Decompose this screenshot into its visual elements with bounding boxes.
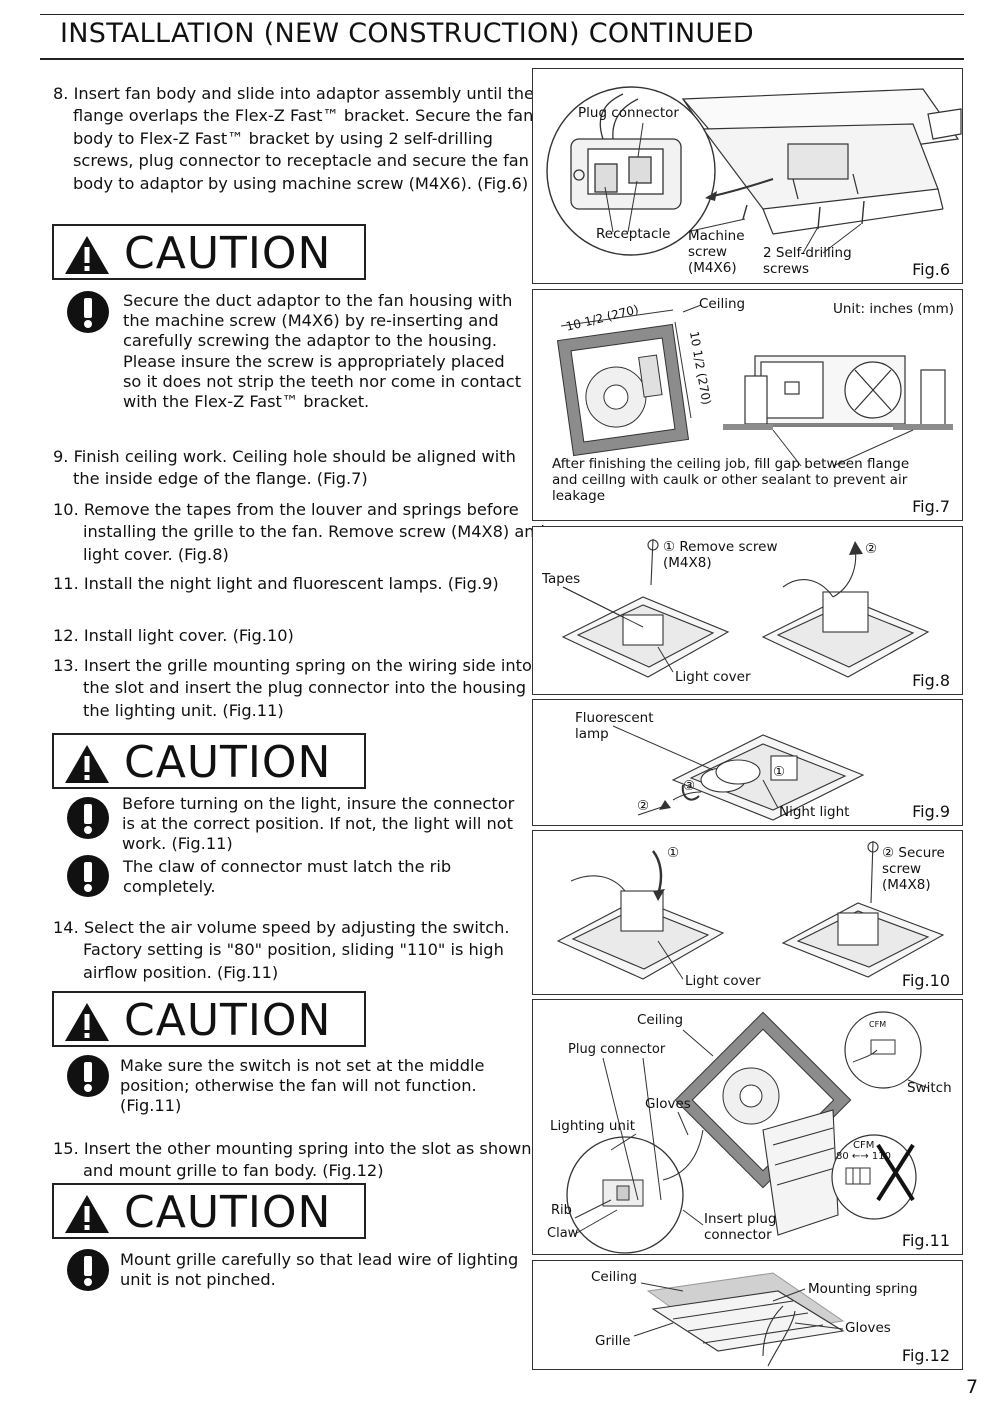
step-8-text: 8. Insert fan body and slide into adapto… — [53, 84, 534, 193]
fig6-machine-screw-label: Machine screw (M4X6) — [688, 228, 745, 276]
fig8-caption: Fig.8 — [912, 671, 950, 690]
fig9-illustration — [612, 725, 865, 821]
fig10-caption: Fig.10 — [901, 971, 950, 990]
step-10: 10. Remove the tapes from the louver and… — [53, 499, 553, 566]
mandatory-action-icon — [67, 291, 109, 333]
caution-banner-4: CAUTION — [52, 1183, 366, 1239]
fig11-switch-label: Switch — [907, 1080, 952, 1096]
fig7-illustration — [556, 304, 953, 467]
fig11-ceiling-label: Ceiling — [637, 1012, 684, 1028]
fig9-caption: Fig.9 — [912, 802, 950, 821]
caution-word: CAUTION — [124, 737, 332, 788]
fig6-plug-connector-label: Plug connector — [578, 105, 679, 121]
figure-11: Ceiling Plug connector Gloves Lighting u… — [532, 999, 963, 1255]
fig8-illustration — [561, 538, 930, 678]
fig11-cfm-label: CFM — [853, 1140, 875, 1151]
warning-triangle-icon — [65, 1195, 109, 1233]
fig11-caption: Fig.11 — [901, 1231, 950, 1250]
header-bottom-rule — [40, 58, 964, 60]
figure-8: ① Remove screw (M4X8) ② Tapes Light cove… — [532, 526, 963, 695]
figure-6: Plug connector Receptacle Machine screw … — [532, 68, 963, 284]
fig8-tapes-label: Tapes — [542, 571, 581, 587]
fig6-illustration — [546, 86, 962, 256]
figure-12: Ceiling Mounting spring Gloves Grille Fi… — [532, 1260, 963, 1370]
fig10-illustration — [556, 840, 945, 980]
step-11-text: 11. Install the night light and fluoresc… — [53, 574, 499, 593]
fig7-note: After finishing the ceiling job, fill ga… — [552, 456, 910, 504]
step-12: 12. Install light cover. (Fig.10) — [53, 625, 553, 647]
figure-7: 10 1/2 (270) 10 1/2 (270) Ceiling Unit: … — [532, 289, 963, 521]
fig11-cfm-small-label: CFM — [869, 1020, 887, 1029]
fig8-light-cover-label: Light cover — [675, 669, 751, 685]
page-number: 7 — [966, 1376, 979, 1398]
caution-1-text: Secure the duct adaptor to the fan housi… — [123, 291, 522, 412]
caution-word: CAUTION — [124, 995, 332, 1046]
mandatory-action-icon — [67, 855, 109, 897]
mandatory-action-icon — [67, 1055, 109, 1097]
step-10-text: 10. Remove the tapes from the louver and… — [53, 500, 545, 564]
caution-2a-text: Before turning on the light, insure the … — [122, 794, 515, 854]
caution-4-text: Mount grille carefully so that lead wire… — [120, 1250, 519, 1290]
step-9-text: 9. Finish ceiling work. Ceiling hole sho… — [53, 447, 516, 489]
fig7-ceiling-label: Ceiling — [699, 296, 746, 312]
fig6-caption: Fig.6 — [912, 260, 950, 279]
fig11-insert-label: Insert plug connector — [704, 1211, 777, 1243]
step-14-text: 14. Select the air volume speed by adjus… — [53, 918, 510, 982]
step-12-text: 12. Install light cover. (Fig.10) — [53, 626, 294, 645]
header-top-rule — [40, 14, 964, 15]
step-9: 9. Finish ceiling work. Ceiling hole sho… — [53, 446, 543, 491]
fig11-illustration — [566, 1011, 929, 1254]
fig11-plug-connector-label: Plug connector — [568, 1042, 666, 1057]
fig10-secure-screw-label: ② Secure screw (M4X8) — [882, 845, 945, 893]
page-title: INSTALLATION (NEW CONSTRUCTION) CONTINUE… — [60, 18, 754, 49]
step-15: 15. Insert the other mounting spring int… — [53, 1138, 543, 1183]
fig8-remove-screw-label: ① Remove screw (M4X8) — [663, 539, 778, 571]
fig11-cfm-range-label: 80 ←→ 110 — [836, 1151, 891, 1162]
figure-9: Fluorescent lamp Night light ① ② ③ Fig.9 — [532, 699, 963, 826]
fig7-unit-label: Unit: inches (mm) — [833, 301, 955, 317]
fig12-gloves-label: Gloves — [845, 1320, 891, 1336]
warning-triangle-icon — [65, 745, 109, 783]
caution-word: CAUTION — [124, 228, 332, 279]
warning-triangle-icon — [65, 1003, 109, 1041]
step-8: 8. Insert fan body and slide into adapto… — [53, 83, 543, 195]
caution-3-text: Make sure the switch is not set at the m… — [120, 1056, 485, 1116]
caution-banner-3: CAUTION — [52, 991, 366, 1047]
fig11-claw-label: Claw — [547, 1226, 579, 1241]
step-11: 11. Install the night light and fluoresc… — [53, 573, 553, 595]
step-14: 14. Select the air volume speed by adjus… — [53, 917, 558, 984]
fig12-caption: Fig.12 — [901, 1346, 950, 1365]
mandatory-action-icon — [67, 1249, 109, 1291]
caution-banner-1: CAUTION — [52, 224, 366, 280]
fig12-mounting-spring-label: Mounting spring — [808, 1281, 918, 1297]
fig9-step3-label: ③ — [683, 778, 696, 794]
step-15-text: 15. Insert the other mounting spring int… — [53, 1139, 532, 1181]
fig9-step1-label: ① — [773, 764, 786, 780]
fig6-self-drilling-label: 2 Self-drilling screws — [763, 245, 852, 277]
fig6-receptacle-label: Receptacle — [596, 226, 671, 242]
fig9-fluorescent-label: Fluorescent lamp — [575, 710, 654, 742]
fig12-grille-label: Grille — [595, 1333, 631, 1349]
fig9-step2-label: ② — [637, 798, 650, 814]
caution-banner-2: CAUTION — [52, 733, 366, 789]
fig7-caption: Fig.7 — [912, 497, 950, 516]
fig11-lighting-unit-label: Lighting unit — [550, 1118, 636, 1134]
caution-2b-text: The claw of connector must latch the rib… — [123, 857, 452, 897]
fig10-step1-label: ① — [667, 845, 680, 861]
fig11-rib-label: Rib — [551, 1203, 572, 1218]
caution-word: CAUTION — [124, 1187, 332, 1238]
fig11-gloves-label: Gloves — [645, 1096, 691, 1112]
fig8-step2-label: ② — [865, 541, 878, 557]
fig12-ceiling-label: Ceiling — [591, 1269, 638, 1285]
fig9-night-light-label: Night light — [779, 804, 850, 820]
fig10-light-cover-label: Light cover — [685, 973, 761, 989]
fig12-illustration — [633, 1272, 845, 1367]
step-13: 13. Insert the grille mounting spring on… — [53, 655, 553, 722]
mandatory-action-icon — [67, 797, 109, 839]
figure-10: ① ② Secure screw (M4X8) Light cover Fig.… — [532, 830, 963, 995]
warning-triangle-icon — [65, 236, 109, 274]
step-13-text: 13. Insert the grille mounting spring on… — [53, 656, 547, 720]
